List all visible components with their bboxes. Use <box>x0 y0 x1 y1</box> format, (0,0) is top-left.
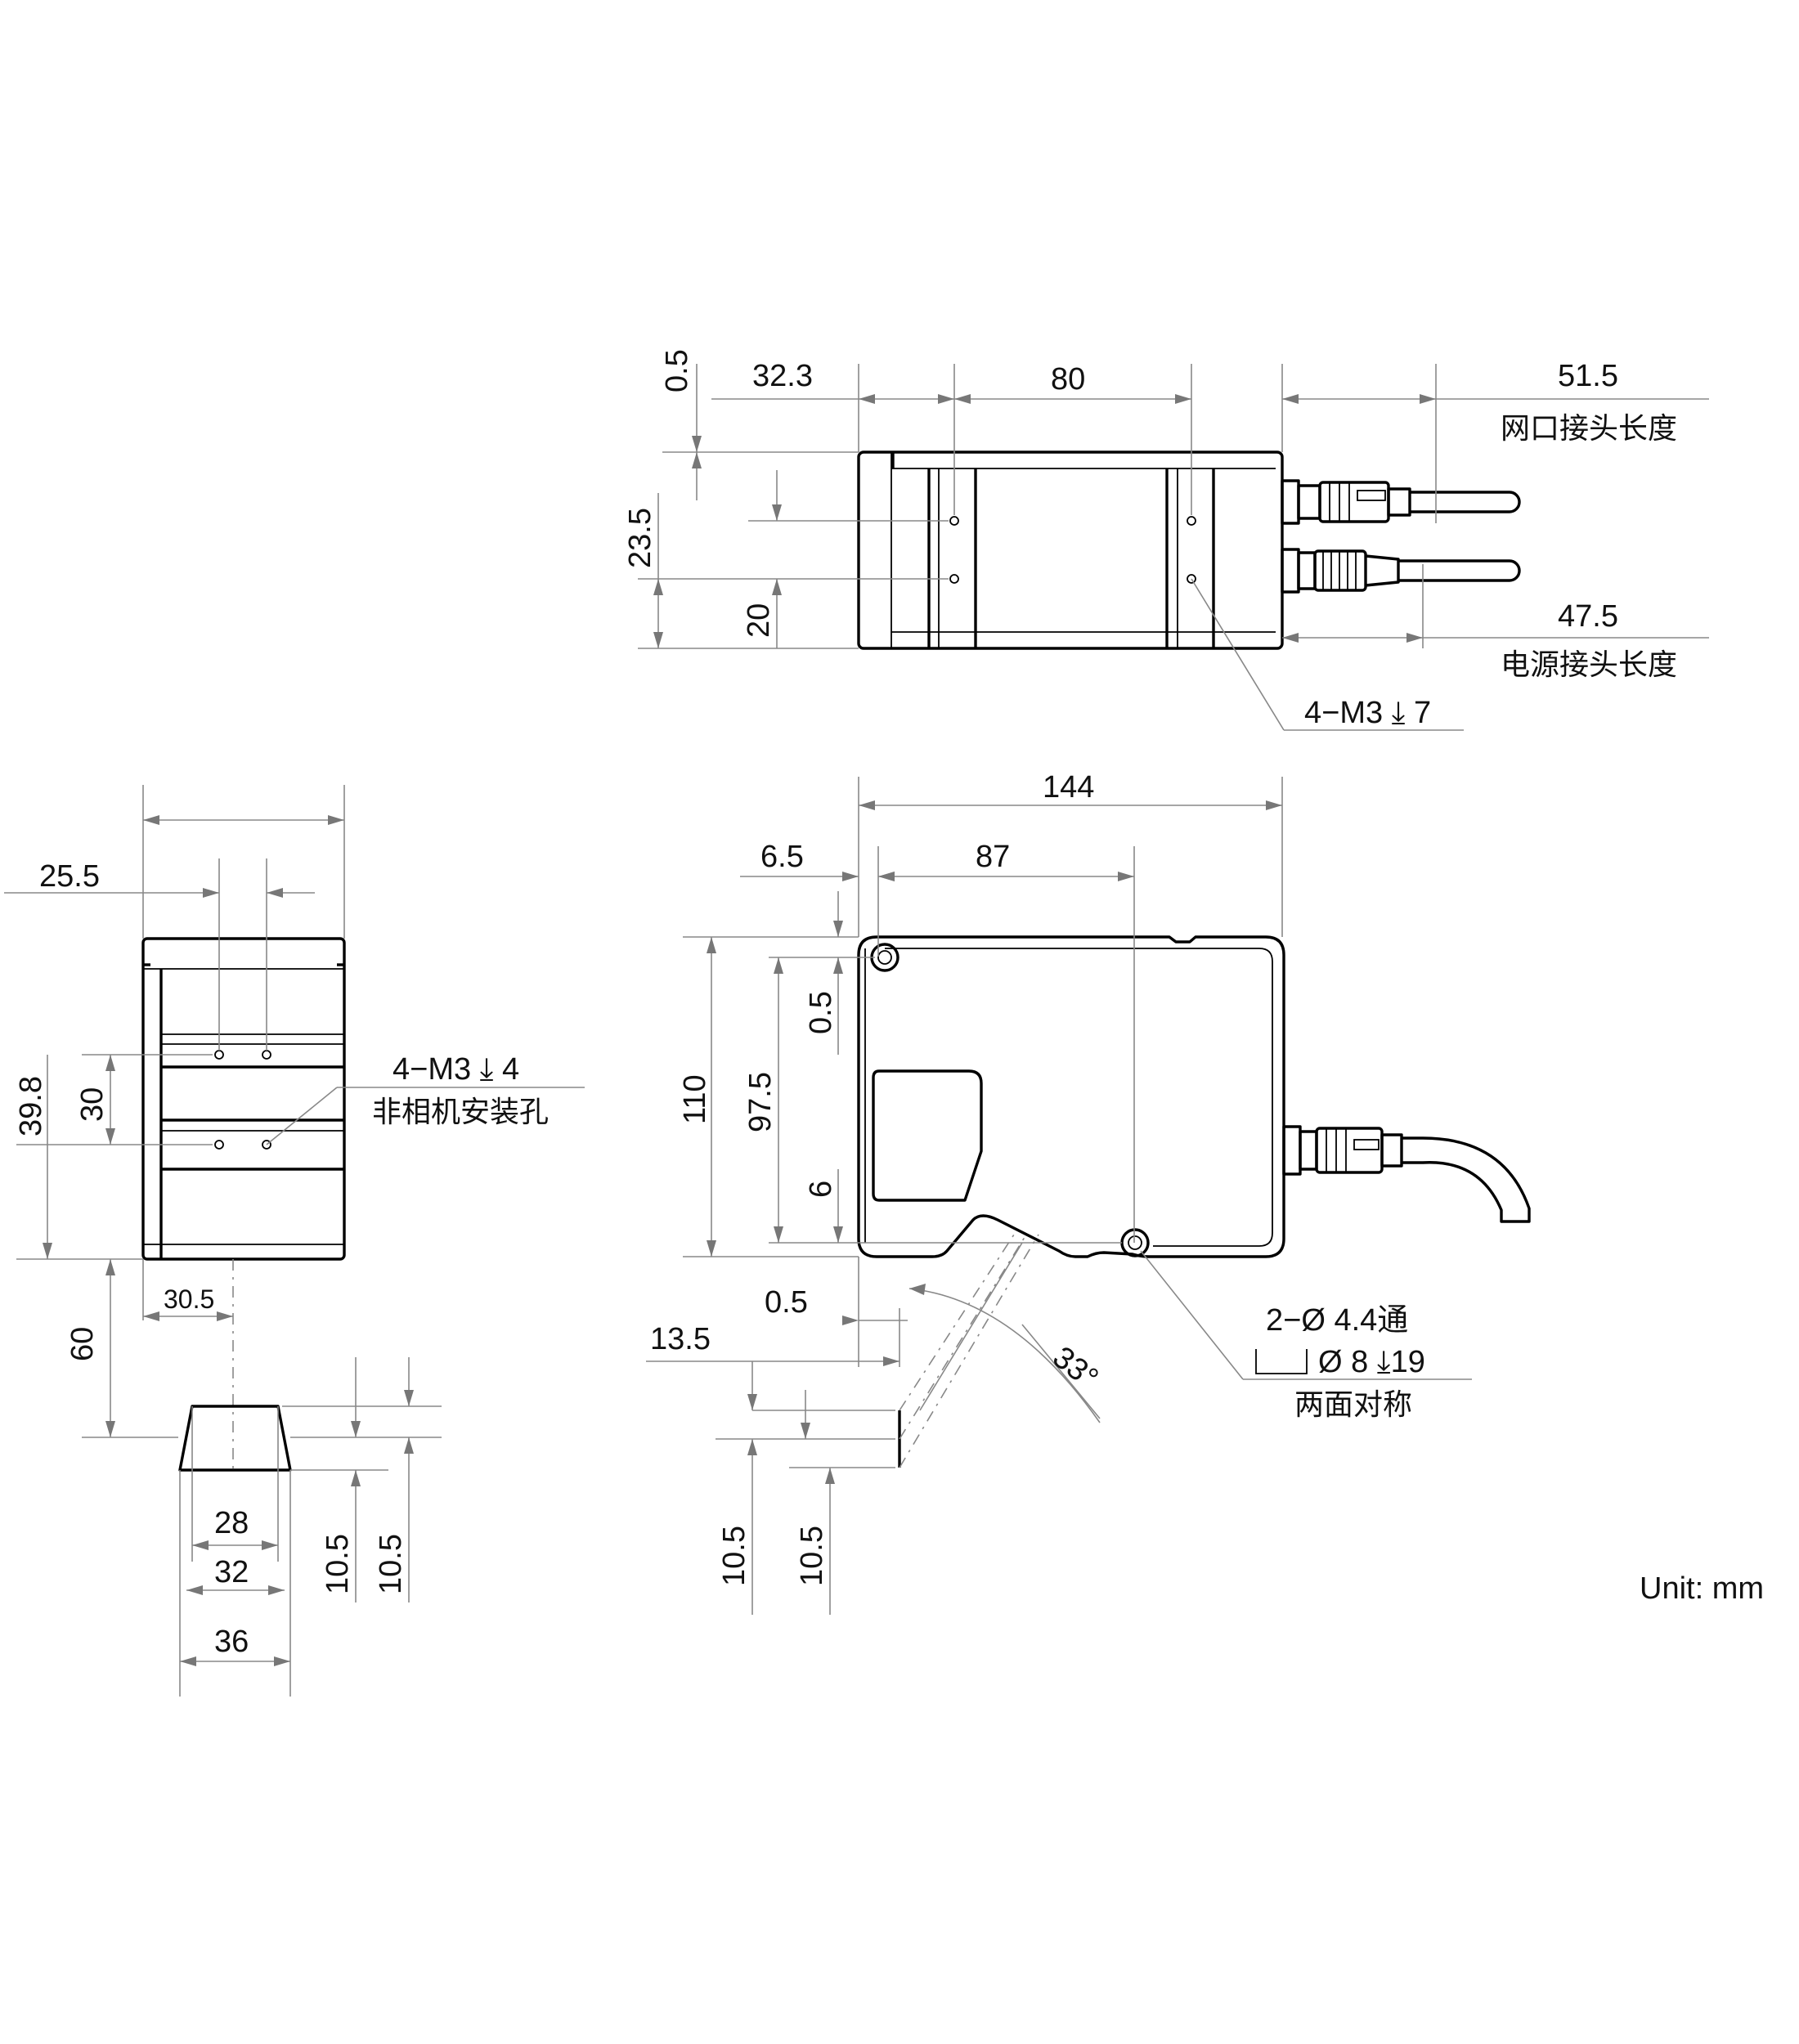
front-hole-bottom <box>1120 1228 1150 1257</box>
dim-top-20: 20 <box>742 603 776 638</box>
side-view-labels: 25.5 39.8 30 30.5 60 4−M3 ⤓ 4 非相机安装孔 <box>14 859 549 1361</box>
dim-beam-10-5-b: 10.5 <box>374 1534 408 1594</box>
dim-side-30: 30 <box>75 1087 110 1122</box>
top-hole-1 <box>949 516 959 526</box>
front-beam <box>898 1234 1039 1468</box>
dim-front-6-5: 6.5 <box>760 840 804 874</box>
side-hole-3 <box>214 1140 224 1150</box>
front-view-labels: 144 6.5 87 110 97.5 0.5 6 0.5 13.5 33° 1… <box>650 770 1425 1586</box>
top-view-body <box>857 450 1284 650</box>
dim-beam-36: 36 <box>214 1625 249 1659</box>
front-view-body <box>857 935 1285 1258</box>
beam-view: 28 32 36 10.5 10.5 <box>178 1357 442 1697</box>
top-hole-3 <box>1187 516 1196 526</box>
dim-front-angle-33: 33° <box>1046 1340 1104 1396</box>
dim-front-6: 6 <box>804 1181 838 1198</box>
side-hole-2 <box>262 1050 271 1060</box>
dim-side-60: 60 <box>65 1327 100 1361</box>
side-view-body <box>141 937 346 1472</box>
front-cable <box>1282 1125 1531 1223</box>
front-counterbore-label: Ø 8 ⤓19 <box>1318 1345 1425 1379</box>
top-hole-4 <box>1187 574 1196 584</box>
dim-front-110: 110 <box>678 1074 712 1124</box>
top-view-dimensions <box>638 364 1709 731</box>
unit-label: Unit: mm <box>1640 1571 1764 1606</box>
dim-beam-10-5-a: 10.5 <box>321 1534 355 1594</box>
top-view-labels: 0.5 32.3 80 51.5 网口接头长度 23.5 20 47.5 电源接… <box>623 349 1677 730</box>
side-hole-1 <box>214 1050 224 1060</box>
top-holes-label: 4−M3 ⤓ 7 <box>1304 696 1431 730</box>
dim-front-10-5-a: 10.5 <box>717 1526 751 1586</box>
dim-beam-28: 28 <box>214 1506 249 1540</box>
front-view: 144 6.5 87 110 97.5 0.5 6 0.5 13.5 33° 1… <box>646 770 1531 1615</box>
dim-top-47-5: 47.5 <box>1558 599 1618 634</box>
side-view: 25.5 39.8 30 30.5 60 4−M3 ⤓ 4 非相机安装孔 <box>4 785 585 1472</box>
dim-top-0-5: 0.5 <box>660 349 694 392</box>
front-symmetric-label: 两面对称 <box>1294 1388 1412 1422</box>
front-view-dimensions <box>646 777 1472 1615</box>
dim-side-30-5: 30.5 <box>164 1284 214 1314</box>
dim-front-144: 144 <box>1043 770 1094 805</box>
dim-top-32-3: 32.3 <box>752 359 813 393</box>
beam-shape <box>178 1405 292 1472</box>
dim-front-87: 87 <box>976 840 1010 874</box>
front-window <box>872 1069 983 1202</box>
dim-front-0-5-bottom: 0.5 <box>765 1285 808 1320</box>
net-connector-length-label: 网口接头长度 <box>1501 412 1677 446</box>
power-connector <box>1281 548 1521 594</box>
front-through-hole-label: 2−Ø 4.4通 <box>1266 1303 1408 1338</box>
dim-top-23-5: 23.5 <box>623 508 657 568</box>
side-view-dimensions <box>4 785 585 1438</box>
dim-top-51-5: 51.5 <box>1558 359 1618 393</box>
net-connector <box>1281 479 1521 525</box>
side-holes-label: 4−M3 ⤓ 4 <box>393 1052 519 1087</box>
dim-front-10-5-b: 10.5 <box>795 1526 829 1586</box>
power-connector-length-label: 电源接头长度 <box>1501 648 1677 682</box>
dim-top-80: 80 <box>1051 362 1085 397</box>
dim-front-97-5: 97.5 <box>743 1072 778 1132</box>
dim-beam-32: 32 <box>214 1555 249 1589</box>
dim-side-25-5: 25.5 <box>39 859 100 894</box>
top-hole-2 <box>949 574 959 584</box>
dim-front-13-5: 13.5 <box>650 1322 711 1356</box>
top-view: 0.5 32.3 80 51.5 网口接头长度 23.5 20 47.5 电源接… <box>623 349 1709 731</box>
side-holes-note: 非相机安装孔 <box>372 1096 549 1129</box>
dim-front-0-5-top: 0.5 <box>804 991 838 1034</box>
side-hole-4 <box>262 1140 271 1150</box>
dim-side-39-8: 39.8 <box>14 1076 48 1136</box>
